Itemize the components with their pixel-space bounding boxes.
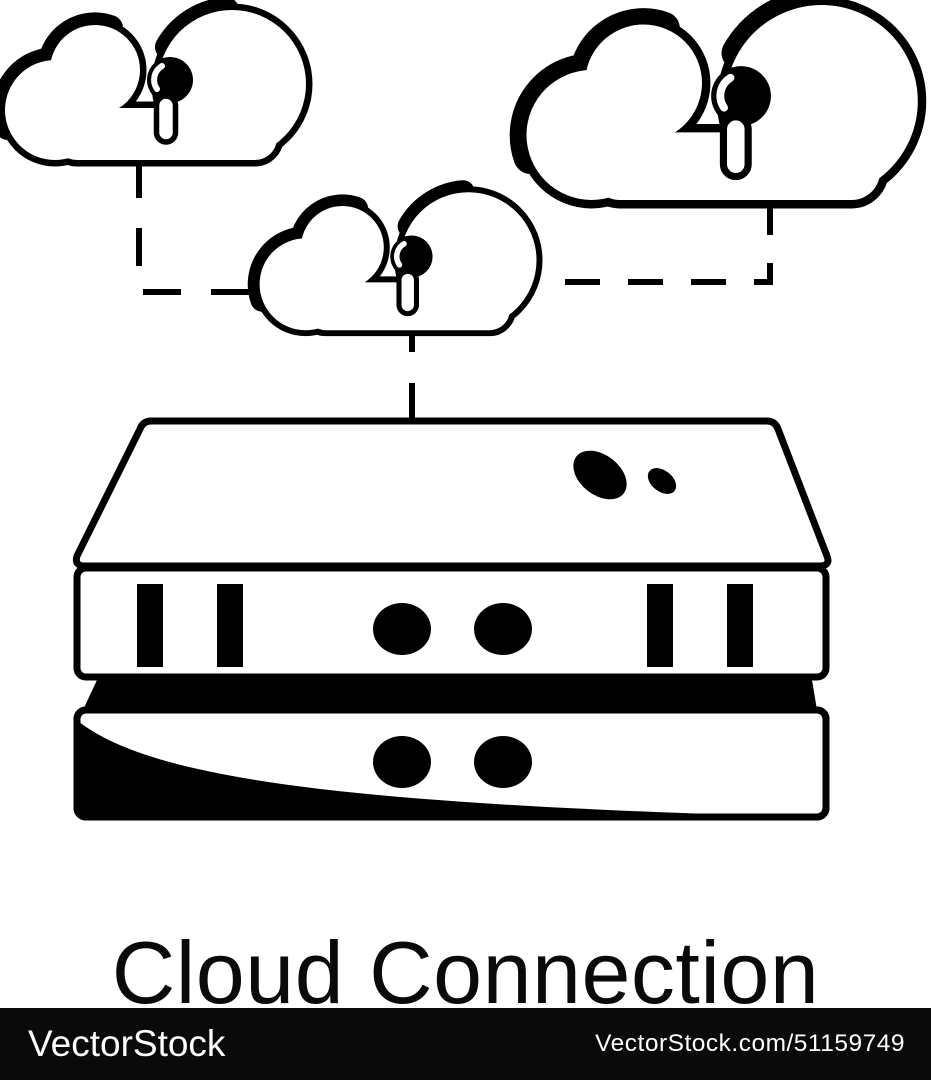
dashed-connector-right [536,200,773,285]
watermark-brand: VectorStock [28,1023,226,1064]
server-leds-tier-2 [373,736,532,788]
illustration-title: Cloud Connection [111,923,820,1022]
slot-bar [647,584,673,667]
watermark-image-url: VectorStock.com/51159749 [595,1030,905,1057]
slot-bar [727,584,753,667]
server-tier-2-outline [73,706,830,821]
server-top-face [72,417,832,570]
led-dot [373,603,431,655]
led-dot [373,736,431,788]
slot-bar [217,584,243,667]
server-separator-band [83,680,817,710]
connectors [136,160,773,422]
server-tier-1 [73,564,830,681]
cloud-left-icon [5,10,306,160]
slot-bar [137,584,163,667]
server-top-blob-large [573,450,627,500]
server-top-blob-small [647,468,677,494]
dashed-connector-left [136,160,262,295]
led-dot [474,736,532,788]
server-leds-tier-1 [373,603,532,655]
cloud-center-icon [260,192,537,330]
server-shadow-swoosh [80,723,695,814]
cloud-right-icon [527,5,918,200]
server-slot-bars [137,584,753,667]
watermark-bar: VectorStock VectorStock.com/51159749 [0,1008,931,1080]
led-dot [474,603,532,655]
server-icon [72,417,832,821]
